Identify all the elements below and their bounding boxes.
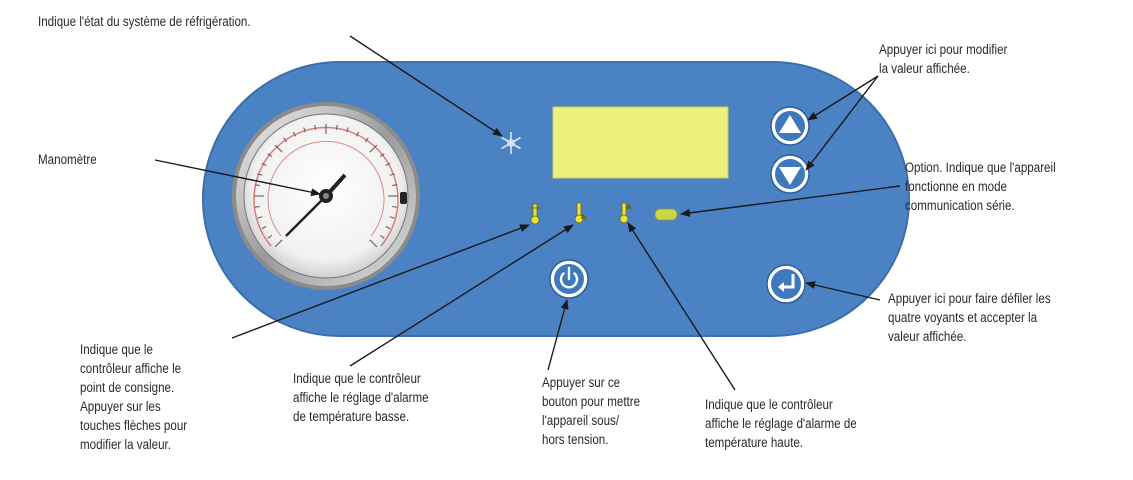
gauge-tick	[369, 239, 378, 248]
callout-modify-value: Appuyer ici pour modifier la valeur affi…	[879, 40, 1007, 78]
gauge-tick	[254, 205, 260, 208]
callout-low-alarm: Indique que le contrôleur affiche le rég…	[293, 369, 429, 426]
callout-line: Appuyer sur les	[80, 399, 161, 414]
callout-line: affiche le réglage d'alarme	[293, 390, 429, 405]
enter-arrow-icon	[781, 274, 795, 289]
callout-line: l'appareil sous/	[542, 413, 620, 428]
callout-line: Indique que le contrôleur	[705, 397, 833, 412]
manometer-gauge	[232, 102, 420, 290]
callout-line: valeur affichée.	[888, 329, 967, 344]
arrow-setpoint	[231, 224, 530, 339]
arrow-down	[805, 75, 879, 171]
gauge-tick	[303, 127, 306, 133]
lcd-display	[552, 106, 729, 179]
power-button[interactable]	[549, 259, 589, 299]
gauge-tick	[283, 137, 288, 143]
down-button[interactable]	[770, 154, 810, 194]
gauge-tick	[385, 225, 391, 230]
callout-line: température haute.	[705, 435, 804, 450]
callout-refrigeration-text: Indique l'état du système de réfrigérati…	[38, 14, 251, 29]
callout-line: point de consigne.	[80, 380, 175, 395]
gauge-tick	[274, 239, 283, 248]
callout-setpoint: Indique que le contrôleur affiche le poi…	[80, 340, 187, 454]
gauge-tick	[257, 216, 263, 219]
gauge-tick	[274, 144, 283, 153]
triangle-up-icon	[779, 115, 801, 133]
callout-line: communication série.	[905, 198, 1015, 213]
callout-line: de température basse.	[293, 409, 410, 424]
arrow-high-alarm	[627, 222, 736, 391]
callout-line: Indique que le contrôleur	[293, 371, 421, 386]
callout-line: la valeur affichée.	[879, 61, 970, 76]
gauge-tick	[392, 184, 398, 187]
arrow-low-alarm	[349, 224, 574, 367]
setpoint-led-icon	[529, 203, 541, 225]
gauge-tick	[355, 131, 360, 137]
arrow-refrigeration	[349, 35, 503, 137]
callout-manometer: Manomètre	[38, 150, 97, 169]
serial-comm-led	[654, 208, 678, 221]
gauge-tick	[379, 234, 385, 239]
low-alarm-thermometer-icon	[574, 202, 587, 224]
callout-line: Appuyer ici pour modifier	[879, 42, 1008, 57]
gauge-tick	[335, 124, 338, 130]
callout-line: fonctionne en mode	[905, 179, 1007, 194]
callout-line: Indique que le	[80, 342, 153, 357]
callout-line: bouton pour mettre	[542, 394, 641, 409]
callout-line: hors tension.	[542, 432, 609, 447]
gauge-tick	[389, 216, 395, 219]
gauge-tick	[254, 184, 260, 187]
triangle-down-icon	[779, 167, 801, 185]
callout-scroll-accept: Appuyer ici pour faire défiler les quatr…	[888, 289, 1051, 346]
gauge-tick	[346, 127, 349, 133]
callout-line: quatre voyants et accepter la	[888, 310, 1038, 325]
gauge-tick	[261, 225, 267, 230]
gauge-tick	[364, 137, 369, 143]
snowflake-icon	[501, 132, 521, 154]
power-icon	[559, 272, 579, 289]
callout-line: Option. Indique que l'appareil	[905, 160, 1056, 175]
callout-manometer-text: Manomètre	[38, 152, 97, 167]
gauge-tick	[369, 144, 378, 153]
callout-line: contrôleur affiche le	[80, 361, 182, 376]
callout-line: affiche le réglage d'alarme de	[705, 416, 857, 431]
callout-serial-option: Option. Indique que l'appareil fonctionn…	[905, 158, 1056, 215]
gauge-tick	[267, 234, 273, 239]
callout-power: Appuyer sur ce bouton pour mettre l'appa…	[542, 373, 640, 449]
callout-line: Appuyer sur ce	[542, 375, 621, 390]
gauge-tick	[385, 162, 391, 167]
callout-refrigeration: Indique l'état du système de réfrigérati…	[38, 12, 251, 31]
arrow-manometer	[154, 159, 321, 197]
high-alarm-thermometer-icon	[619, 202, 632, 224]
arrow-up	[807, 75, 879, 121]
gauge-tick	[267, 153, 273, 158]
gauge-tick	[314, 124, 317, 130]
callout-line: modifier la valeur.	[80, 437, 171, 452]
gauge-tick	[392, 205, 398, 208]
gauge-tick	[257, 173, 263, 176]
gauge-tick	[379, 153, 385, 158]
callout-high-alarm: Indique que le contrôleur affiche le rég…	[705, 395, 857, 452]
up-button[interactable]	[770, 106, 810, 146]
arrow-power	[547, 299, 569, 371]
gauge-tick	[292, 131, 297, 137]
callout-line: touches flèches pour	[80, 418, 188, 433]
callout-line: Appuyer ici pour faire défiler les	[888, 291, 1051, 306]
arrow-enter	[805, 281, 881, 301]
gauge-tick	[261, 162, 267, 167]
gauge-tick	[389, 173, 395, 176]
arrow-serial	[680, 185, 901, 217]
enter-button[interactable]	[766, 264, 806, 304]
